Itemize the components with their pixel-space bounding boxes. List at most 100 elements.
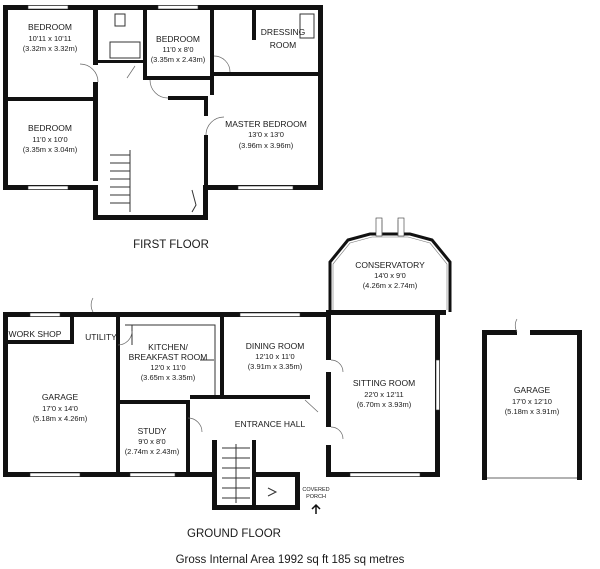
conservatory-door [397,217,405,237]
ground-floor-plan: WORK SHOP UTILITY KITCHEN/ BREAKFAST ROO… [3,297,446,540]
bed3-dim-imperial: 11'0 x 10'0 [32,135,67,144]
gf-window [129,472,176,477]
gf-stairs [222,444,278,503]
bed3-dim-metric: (3.35m x 3.04m) [23,145,78,154]
ff-wall-dressing-bottom [210,72,318,76]
gf-sitting-left-bottom [326,445,331,477]
ff-wall-landing [168,96,208,100]
porch-name-line1: COVERED [302,487,329,493]
ff-window [27,5,69,10]
kitchen-dim-imperial: 12'0 x 11'0 [150,363,185,372]
porch-name-line2: PORCH [306,494,326,500]
sitting-room-dim-imperial: 22'0 x 12'11 [364,390,403,399]
ff-wall-bed3-right [93,101,98,181]
ff-wall-master-left-top [204,96,208,116]
garage2-dim-metric: (5.18m x 3.91m) [505,407,560,416]
ground-floor-title: GROUND FLOOR [187,528,281,540]
bed1-dim-metric: (3.32m x 3.32m) [23,44,78,53]
conservatory-outline [328,232,452,312]
ff-stair-left-wall [93,185,98,220]
gf-kitchen-right [220,317,224,397]
gf-left-wall [3,312,8,477]
study-dim-metric: (2.74m x 2.43m) [125,447,180,456]
study-dim-imperial: 9'0 x 8'0 [138,437,165,446]
garage2-top-wall-left [482,330,517,335]
study-name: STUDY [138,426,167,436]
ff-stairs [110,150,197,213]
wardrobe-fixture [299,13,315,39]
gf-sitting-left [326,372,331,427]
gf-window [239,312,301,317]
kitchen-name-line1: KITCHEN/ [148,342,188,352]
door-swing [213,55,231,73]
master-bedroom-name: MASTER BEDROOM [225,119,307,129]
detached-garage-plan: GARAGE 17'0 x 12'10 (5.18m x 3.91m) [482,318,582,480]
wc-fixture [114,13,126,27]
gf-study-top [120,400,190,404]
door-swing [90,297,94,313]
kitchen-name-line2: BREAKFAST ROOM [129,352,208,362]
ff-wall-bed2-right [210,5,214,95]
door-swing [126,65,136,79]
kitchen-counter [125,324,216,395]
garage2-right-wall [577,330,582,480]
ff-window [157,5,199,10]
gf-bottom-wall-left [3,472,215,477]
dining-room-dim-imperial: 12'10 x 11'0 [255,352,294,361]
ff-window [27,185,69,190]
ff-wall-dressing-left [252,5,256,40]
master-bedroom-dim-metric: (3.96m x 3.96m) [239,141,294,150]
gf-workshop-right [70,317,74,344]
garage1-name: GARAGE [42,392,79,402]
door-swing [330,359,344,373]
garage1-dim-metric: (5.18m x 4.26m) [33,414,88,423]
gross-internal-area: Gross Internal Area 1992 sq ft 185 sq me… [176,554,405,566]
gf-garage-right [116,317,120,477]
entrance-hall-name: ENTRANCE HALL [235,419,306,429]
first-floor-title: FIRST FLOOR [133,239,209,251]
ff-right-wall [318,5,323,190]
conservatory-door [375,217,383,237]
door-swing [514,318,518,333]
door-swing [187,417,203,433]
bed3-name: BEDROOM [28,123,72,133]
gf-window [29,312,61,317]
bath-fixture [109,41,141,59]
dining-room-dim-metric: (3.91m x 3.35m) [248,362,303,371]
gf-hall-top [190,395,310,399]
door-swing [330,426,344,440]
conservatory-dim-imperial: 14'0 x 9'0 [374,271,406,280]
door-swing [117,330,133,346]
bed2-dim-imperial: 11'0 x 8'0 [162,45,193,54]
gf-workshop-bottom [3,340,73,344]
gf-window [349,472,421,477]
bed2-dim-metric: (3.35m x 2.43m) [151,55,206,64]
workshop-name: WORK SHOP [9,329,62,339]
ff-window [237,185,294,190]
bed2-name: BEDROOM [156,34,200,44]
first-floor-plan: BEDROOM 10'11 x 10'11 (3.32m x 3.32m) BE… [3,5,323,251]
conservatory-plan: CONSERVATORY 14'0 x 9'0 (4.26m x 2.74m) [328,217,452,312]
ff-stair-bottom-wall [93,215,208,220]
garage2-left-wall [482,330,487,480]
garage2-dim-imperial: 17'0 x 12'10 [512,397,552,406]
dressing-name-line1: DRESSING [261,27,305,37]
utility-name: UTILITY [85,332,117,342]
gf-bottom-wall-mid [255,472,300,477]
ff-wall-bed2-bottom [143,76,210,80]
door-swing [79,63,99,83]
gf-sitting-left-top [326,312,331,360]
bed1-name: BEDROOM [28,22,72,32]
bed1-dim-imperial: 10'11 x 10'11 [28,34,71,43]
conservatory-name: CONSERVATORY [355,260,425,270]
gf-study-right [186,400,190,477]
garage1-dim-imperial: 17'0 x 14'0 [42,404,78,413]
garage2-top-wall-right [530,330,582,335]
ff-wall-bed1-right-lower [93,82,98,100]
ff-wall-master-left [204,135,208,185]
entrance-arrow-icon [311,503,321,514]
garage2-name: GARAGE [514,385,551,395]
door-swing [304,399,319,413]
gf-porch-left-wall [295,472,300,510]
